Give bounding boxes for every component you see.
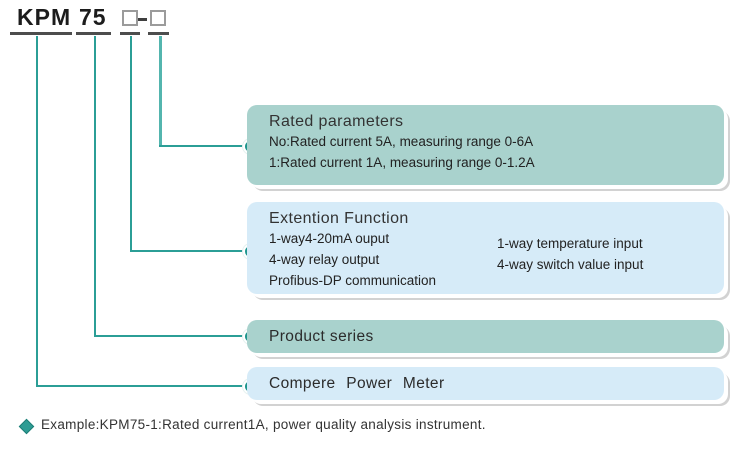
extension-left-item-3: Profibus-DP communication bbox=[269, 273, 437, 288]
connector-vline-product-series bbox=[94, 36, 96, 337]
connector-hline-rated bbox=[159, 145, 247, 147]
extension-left-item-1: 1-way4-20mA ouput bbox=[269, 231, 390, 246]
extension-function-heading: Extention Function bbox=[269, 210, 409, 227]
connector-hline-power-meter bbox=[36, 385, 247, 387]
diamond-bullet-icon bbox=[18, 418, 35, 435]
example-text: Example:KPM75-1:Rated current1A, power q… bbox=[41, 417, 486, 432]
rated-parameters-line-2: 1:Rated current 1A, measuring range 0-1.… bbox=[269, 155, 535, 170]
product-series-box: Product series bbox=[247, 320, 724, 353]
connector-vline-extension bbox=[130, 36, 132, 252]
underline-extension-square bbox=[120, 32, 140, 35]
extension-right-item-2: 4-way switch value input bbox=[497, 257, 644, 272]
underline-series bbox=[76, 32, 111, 35]
connector-hline-extension bbox=[130, 250, 247, 252]
underline-rated-square bbox=[148, 32, 169, 35]
rated-parameters-heading: Rated parameters bbox=[269, 113, 404, 130]
extension-code-placeholder-square bbox=[122, 10, 138, 26]
extension-left-item-2: 4-way relay output bbox=[269, 252, 380, 267]
power-meter-heading: Compere Power Meter bbox=[269, 374, 445, 392]
extension-right-item-1: 1-way temperature input bbox=[497, 236, 643, 251]
rated-parameters-line-1: No:Rated current 5A, measuring range 0-6… bbox=[269, 134, 534, 149]
underline-prefix bbox=[10, 32, 72, 35]
code-dash bbox=[138, 18, 147, 21]
extension-function-box: Extention Function 1-way4-20mA ouput 4-w… bbox=[247, 202, 724, 294]
rated-code-placeholder-square bbox=[150, 10, 166, 26]
connector-vline-rated bbox=[159, 36, 162, 146]
model-series-text: 75 bbox=[79, 4, 107, 30]
power-meter-box: Compere Power Meter bbox=[247, 367, 724, 400]
model-prefix-text: KPM bbox=[17, 4, 72, 30]
connector-hline-product-series bbox=[94, 335, 247, 337]
connector-vline-power-meter bbox=[36, 36, 38, 387]
rated-parameters-box: Rated parameters No:Rated current 5A, me… bbox=[247, 105, 724, 185]
product-series-heading: Product series bbox=[269, 327, 374, 345]
